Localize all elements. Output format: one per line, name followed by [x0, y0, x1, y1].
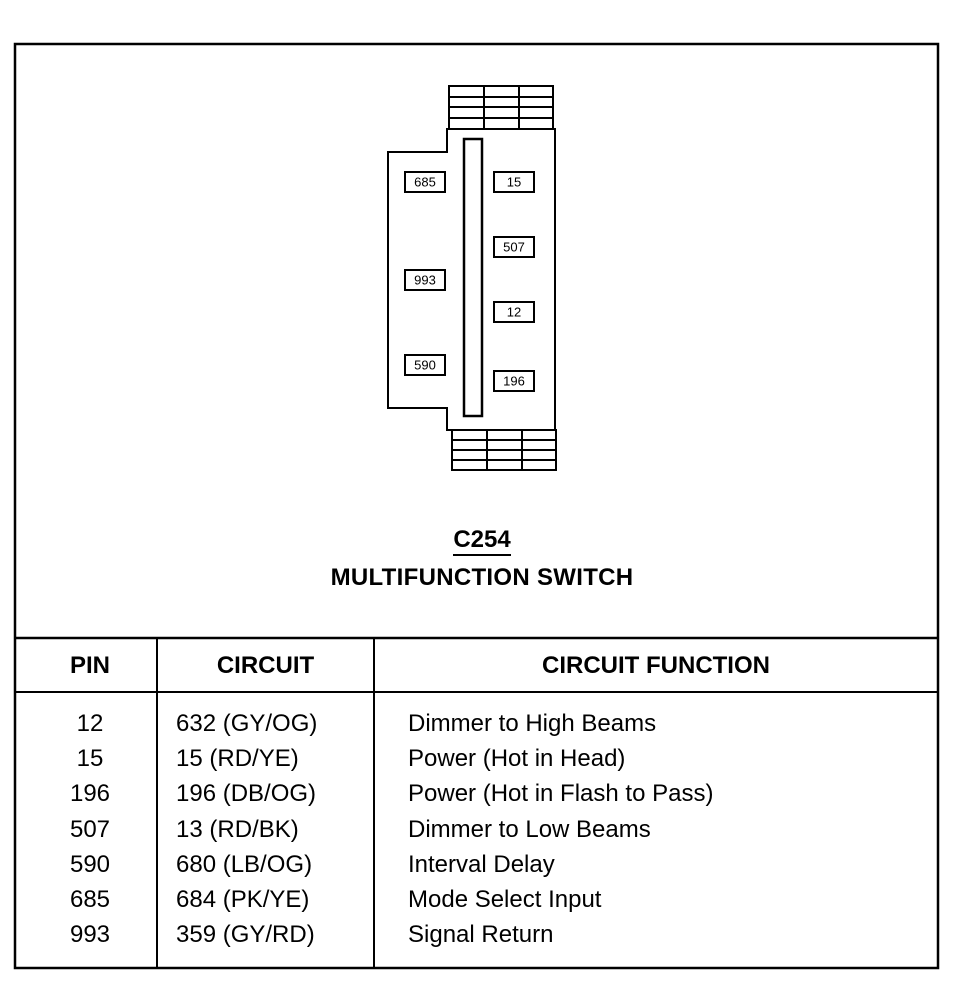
table-row-circuit: 196 (DB/OG) [176, 780, 317, 808]
pin-box-590 [404, 354, 446, 376]
pin-box-12 [493, 301, 535, 323]
table-row-pin: 12 [76, 710, 104, 737]
table-row-pin: 993 [69, 921, 111, 949]
circuit-column: 632 (GY/OG) 15 (RD/YE) 196 (DB/OG) 13 (R… [176, 706, 372, 952]
pin-label-196: 196 [503, 374, 525, 389]
table-row-circuit: 680 (LB/OG) [176, 850, 313, 878]
header-circuit-function: CIRCUIT FUNCTION [542, 652, 770, 679]
pin-label-685: 685 [414, 175, 436, 190]
connector-body [387, 128, 556, 431]
table-row-function: Signal Return [408, 921, 554, 949]
table-row-pin: 507 [69, 815, 111, 843]
table-row-function: Power (Hot in Head) [408, 745, 626, 773]
pin-box-507 [493, 236, 535, 258]
connector-id: C254 [0, 526, 964, 556]
pin-label-507: 507 [503, 240, 525, 255]
pin-box-196 [493, 370, 535, 392]
center-key-slot [462, 137, 484, 418]
table-row-function: Dimmer to High Beams [408, 710, 657, 737]
pin-box-685 [404, 171, 446, 193]
top-latch [448, 85, 554, 130]
table-row-circuit: 632 (GY/OG) [176, 710, 318, 737]
table-row-function: Mode Select Input [408, 885, 602, 913]
outer-border [13, 42, 940, 970]
table-row-circuit: 359 (GY/RD) [176, 921, 315, 949]
table-row-pin: 685 [69, 885, 111, 913]
connector-id-text: C254 [453, 527, 511, 556]
pin-label-993: 993 [414, 273, 436, 288]
pin-box-15 [493, 171, 535, 193]
pin-label-12: 12 [507, 305, 521, 320]
table-row-function: Dimmer to Low Beams [408, 815, 651, 843]
table-row-pin: 15 [76, 745, 104, 773]
table-row-function: Power (Hot in Flash to Pass) [408, 780, 714, 808]
table-row-circuit: 13 (RD/BK) [176, 815, 299, 843]
connector-name: MULTIFUNCTION SWITCH [330, 564, 634, 591]
table-row-pin: 196 [69, 780, 111, 808]
pin-column: 12 15 196 507 590 685 993 [24, 706, 156, 952]
pin-label-590: 590 [414, 358, 436, 373]
table-row-circuit: 15 (RD/YE) [176, 745, 299, 773]
table-row-circuit: 684 (PK/YE) [176, 885, 310, 913]
pin-box-993 [404, 269, 446, 291]
function-column: Dimmer to High Beams Power (Hot in Head)… [408, 706, 928, 952]
table-row-function: Interval Delay [408, 850, 555, 878]
bottom-latch [451, 429, 557, 471]
header-pin: PIN [69, 652, 110, 679]
pin-label-15: 15 [507, 175, 521, 190]
table-row-pin: 590 [69, 850, 111, 878]
header-circuit: CIRCUIT [216, 652, 315, 679]
connector-drawing [387, 85, 557, 471]
